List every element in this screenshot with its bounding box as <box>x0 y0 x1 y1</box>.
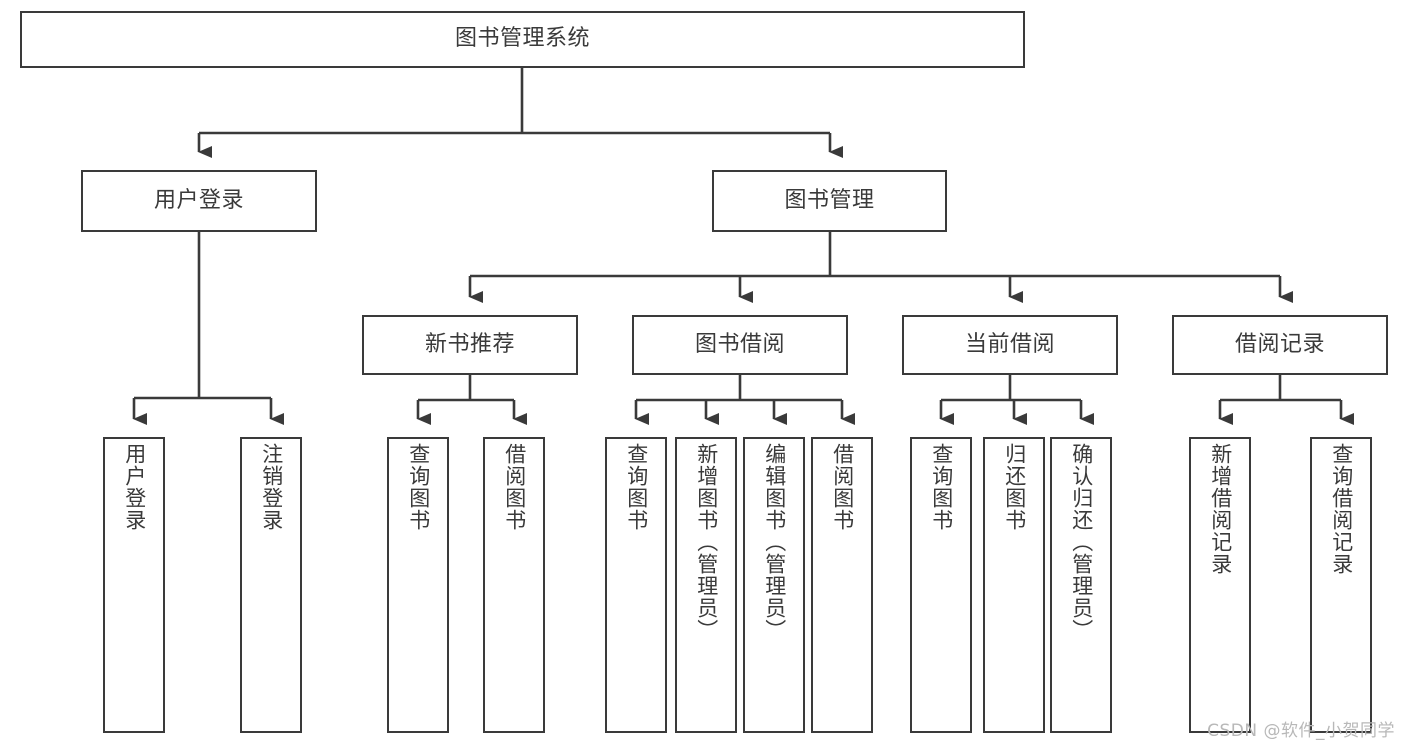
node-book-manage[interactable]: 图书管理 <box>712 170 947 232</box>
leaf-add-book-label: 新增图书（管理员） <box>694 443 719 641</box>
leaf-add-book[interactable]: 新增图书（管理员） <box>675 437 737 733</box>
leaf-user-login-label: 用户登录 <box>122 443 147 531</box>
node-root[interactable]: 图书管理系统 <box>20 11 1025 68</box>
leaf-borrow-book-rec[interactable]: 借阅图书 <box>483 437 545 733</box>
leaf-query-record-label: 查询借阅记录 <box>1329 443 1354 575</box>
leaf-query-record[interactable]: 查询借阅记录 <box>1310 437 1372 733</box>
leaf-query-book-rec[interactable]: 查询图书 <box>387 437 449 733</box>
leaf-add-record[interactable]: 新增借阅记录 <box>1189 437 1251 733</box>
leaf-query-book-rec-label: 查询图书 <box>406 443 431 531</box>
node-new-book-rec[interactable]: 新书推荐 <box>362 315 578 375</box>
node-current-borrow-label: 当前借阅 <box>964 331 1055 357</box>
leaf-user-login[interactable]: 用户登录 <box>103 437 165 733</box>
csdn-watermark: CSDN @软件_小贺同学 <box>1207 721 1395 741</box>
node-root-label: 图书管理系统 <box>454 26 590 52</box>
leaf-edit-book[interactable]: 编辑图书（管理员） <box>743 437 805 733</box>
node-user-login[interactable]: 用户登录 <box>81 170 317 232</box>
node-book-manage-label: 图书管理 <box>784 187 875 213</box>
leaf-borrow-book[interactable]: 借阅图书 <box>811 437 873 733</box>
node-new-book-rec-label: 新书推荐 <box>424 331 515 357</box>
leaf-query-book-label: 查询图书 <box>624 443 649 531</box>
node-borrow-record[interactable]: 借阅记录 <box>1172 315 1388 375</box>
leaf-query-book-cur[interactable]: 查询图书 <box>910 437 972 733</box>
leaf-confirm-return-label: 确认归还（管理员） <box>1069 443 1094 641</box>
node-book-borrow[interactable]: 图书借阅 <box>632 315 848 375</box>
leaf-query-book-cur-label: 查询图书 <box>929 443 954 531</box>
leaf-return-book-label: 归还图书 <box>1002 443 1027 531</box>
leaf-add-record-label: 新增借阅记录 <box>1208 443 1233 575</box>
leaf-user-logout[interactable]: 注销登录 <box>240 437 302 733</box>
leaf-return-book[interactable]: 归还图书 <box>983 437 1045 733</box>
leaf-user-logout-label: 注销登录 <box>259 443 284 531</box>
leaf-edit-book-label: 编辑图书（管理员） <box>762 443 787 641</box>
node-user-login-label: 用户登录 <box>153 187 244 213</box>
node-borrow-record-label: 借阅记录 <box>1234 331 1325 357</box>
node-book-borrow-label: 图书借阅 <box>694 331 785 357</box>
leaf-borrow-book-rec-label: 借阅图书 <box>502 443 527 531</box>
node-current-borrow[interactable]: 当前借阅 <box>902 315 1118 375</box>
leaf-borrow-book-label: 借阅图书 <box>830 443 855 531</box>
leaf-query-book[interactable]: 查询图书 <box>605 437 667 733</box>
leaf-confirm-return[interactable]: 确认归还（管理员） <box>1050 437 1112 733</box>
